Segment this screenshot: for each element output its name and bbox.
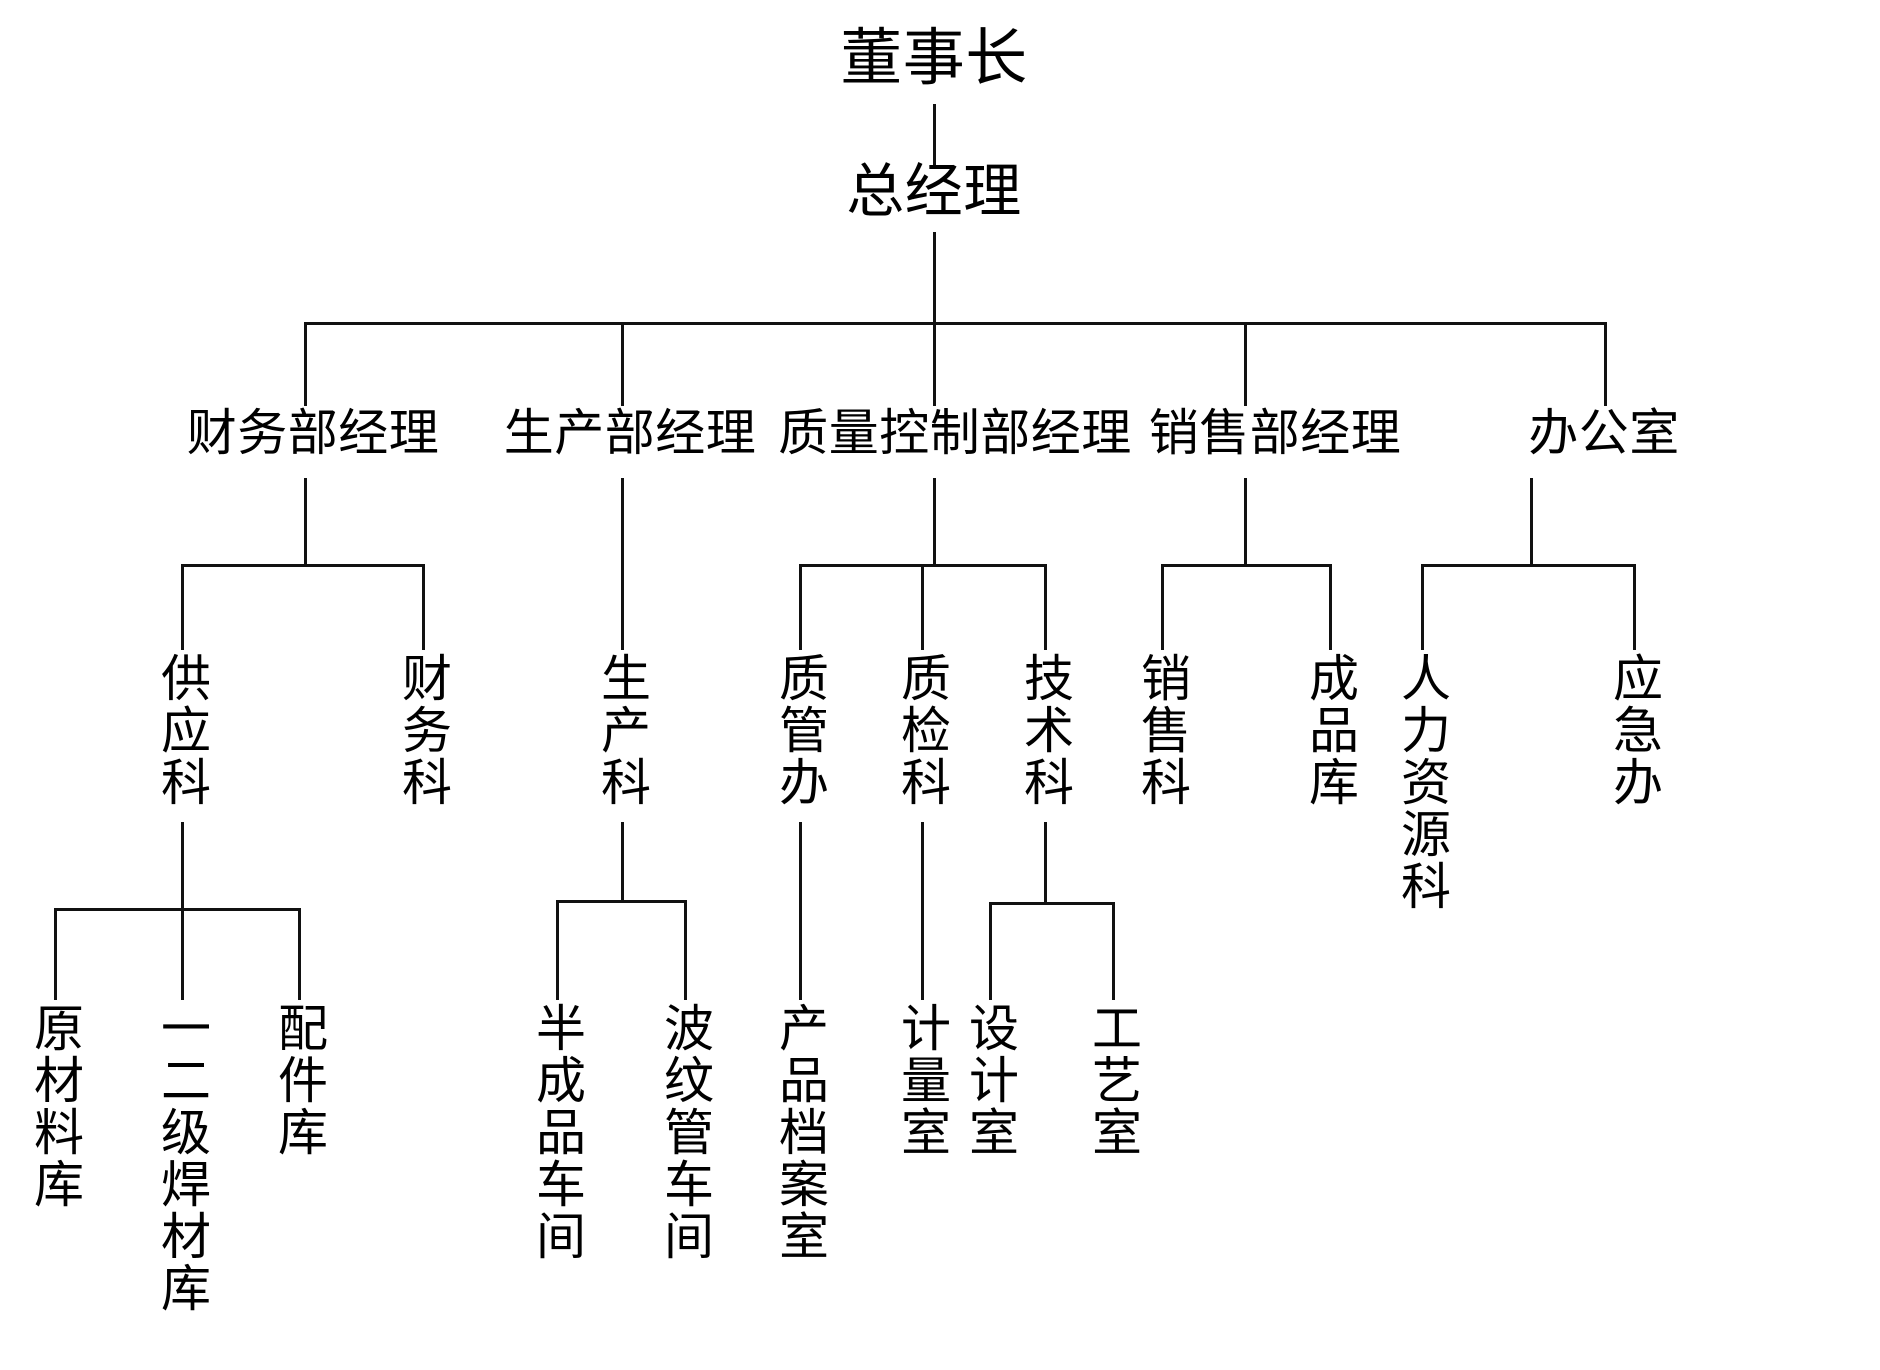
node-parts-store[interactable]: 配件库 — [271, 1002, 327, 1158]
drop-finance-manager — [304, 322, 307, 406]
node-production-manager[interactable]: 生产部经理 — [503, 405, 757, 461]
node-technology-section[interactable]: 技术科 — [1017, 652, 1073, 808]
drop-emergency-office — [1633, 564, 1636, 650]
node-hr-section[interactable]: 人力资源科 — [1394, 652, 1450, 912]
drop-hr-section — [1421, 564, 1424, 650]
drop-finance-section — [422, 564, 425, 650]
drop-technology-section — [1044, 564, 1047, 650]
bus-production-children — [557, 900, 686, 903]
edge-finance-manager-down — [304, 478, 307, 566]
edge-gm-bus — [933, 232, 936, 324]
node-office[interactable]: 办公室 — [1528, 405, 1680, 461]
drop-process-room — [1112, 902, 1115, 1000]
node-finance-manager[interactable]: 财务部经理 — [186, 405, 440, 461]
edge-qm-office-down — [799, 822, 802, 1000]
drop-production-manager — [621, 322, 624, 406]
drop-sales-manager — [1244, 322, 1247, 406]
drop-welding-material-store — [181, 908, 184, 1000]
drop-quality-management-office — [799, 564, 802, 650]
node-metrology-room[interactable]: 计量室 — [894, 1002, 950, 1158]
drop-raw-material-store — [54, 908, 57, 1000]
node-finished-goods-store[interactable]: 成品库 — [1302, 652, 1358, 808]
edge-chairman-gm — [933, 104, 936, 167]
node-process-room[interactable]: 工艺室 — [1085, 1002, 1141, 1158]
bus-office-children — [1422, 564, 1635, 567]
node-qc-manager[interactable]: 质量控制部经理 — [778, 405, 1132, 461]
node-product-archive-room[interactable]: 产品档案室 — [772, 1002, 828, 1262]
bus-sales-children — [1162, 564, 1332, 567]
node-emergency-office[interactable]: 应急办 — [1606, 652, 1662, 808]
drop-supply-section — [181, 564, 184, 650]
node-chairman[interactable]: 董事长 — [840, 24, 1028, 93]
node-quality-management-office[interactable]: 质管办 — [772, 652, 828, 808]
edge-qc-manager-down — [933, 478, 936, 566]
node-finance-section[interactable]: 财务科 — [395, 652, 451, 808]
node-general-manager[interactable]: 总经理 — [846, 159, 1022, 224]
drop-bellows-workshop — [684, 900, 687, 1000]
drop-quality-inspection-section — [921, 564, 924, 650]
edge-tech-section-down — [1044, 822, 1047, 904]
drop-sales-section — [1161, 564, 1164, 650]
bus-tech-children — [990, 902, 1114, 905]
drop-parts-store — [298, 908, 301, 1000]
edge-sales-manager-down — [1244, 478, 1247, 566]
bus-supply-children — [55, 908, 300, 911]
bus-level2 — [305, 322, 1606, 325]
edge-production-manager-down — [621, 478, 624, 650]
drop-office — [1604, 322, 1607, 406]
node-welding-material-store[interactable]: 一二级焊材库 — [154, 1002, 210, 1314]
node-sales-manager[interactable]: 销售部经理 — [1148, 405, 1402, 461]
node-quality-inspection-section[interactable]: 质检科 — [894, 652, 950, 808]
node-supply-section[interactable]: 供应科 — [154, 652, 210, 808]
edge-office-down — [1530, 478, 1533, 566]
node-bellows-workshop[interactable]: 波纹管车间 — [657, 1002, 713, 1262]
node-design-room[interactable]: 设计室 — [962, 1002, 1018, 1158]
bus-finance-children — [182, 564, 425, 567]
drop-design-room — [989, 902, 992, 1000]
node-production-section[interactable]: 生产科 — [594, 652, 650, 808]
node-raw-material-store[interactable]: 原材料库 — [27, 1002, 83, 1210]
node-sales-section[interactable]: 销售科 — [1134, 652, 1190, 808]
drop-qc-manager — [933, 322, 936, 406]
edge-supply-down — [181, 822, 184, 910]
node-semi-finished-workshop[interactable]: 半成品车间 — [529, 1002, 585, 1262]
drop-finished-goods-store — [1329, 564, 1332, 650]
edge-qi-section-down — [921, 822, 924, 1000]
drop-semi-finished-workshop — [556, 900, 559, 1000]
edge-production-section-down — [621, 822, 624, 902]
